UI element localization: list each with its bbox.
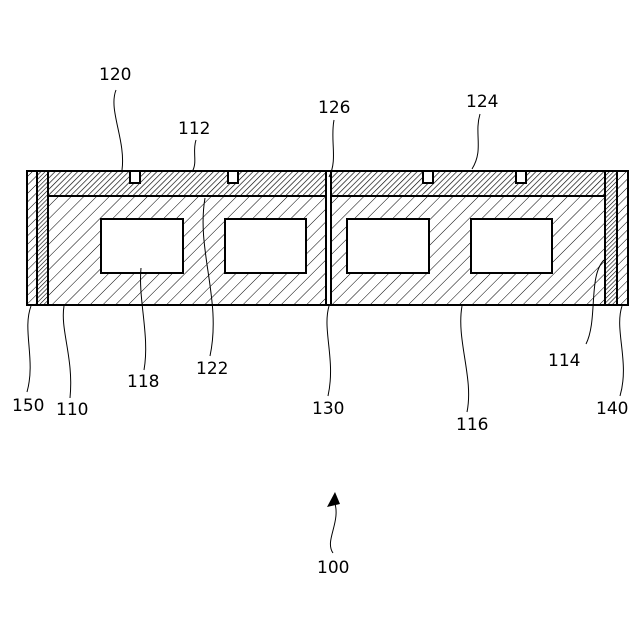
left-outer-layer <box>27 171 37 305</box>
leader-110 <box>63 306 70 398</box>
label-124: 124 <box>466 92 498 112</box>
label-140: 140 <box>596 399 628 419</box>
leader-120 <box>114 90 123 170</box>
leader-130 <box>327 306 331 396</box>
label-112: 112 <box>178 119 210 139</box>
label-120: 120 <box>99 65 131 85</box>
left-edge-layer <box>37 171 48 305</box>
leader-150 <box>27 306 31 392</box>
label-150: 150 <box>12 396 44 416</box>
label-100: 100 <box>317 558 349 578</box>
leader-112 <box>192 140 196 172</box>
label-130: 130 <box>312 399 344 419</box>
cavity-1 <box>101 219 183 273</box>
leader-124 <box>472 114 480 169</box>
left-top-layer <box>48 171 326 196</box>
leader-140 <box>620 306 624 396</box>
label-118: 118 <box>127 372 159 392</box>
cavity-2 <box>225 219 306 273</box>
label-116: 116 <box>456 415 488 435</box>
leader-116 <box>461 306 469 412</box>
right-top-layer <box>331 171 605 196</box>
cavity-4 <box>471 219 552 273</box>
right-edge-layer <box>605 171 617 305</box>
label-110: 110 <box>56 400 88 420</box>
leader-126 <box>329 120 334 177</box>
label-114: 114 <box>548 351 580 371</box>
right-outer-layer <box>617 171 628 305</box>
cavity-3 <box>347 219 429 273</box>
label-122: 122 <box>196 359 228 379</box>
leader-100 <box>330 500 336 553</box>
arrowhead-100 <box>327 492 340 507</box>
label-126: 126 <box>318 98 350 118</box>
